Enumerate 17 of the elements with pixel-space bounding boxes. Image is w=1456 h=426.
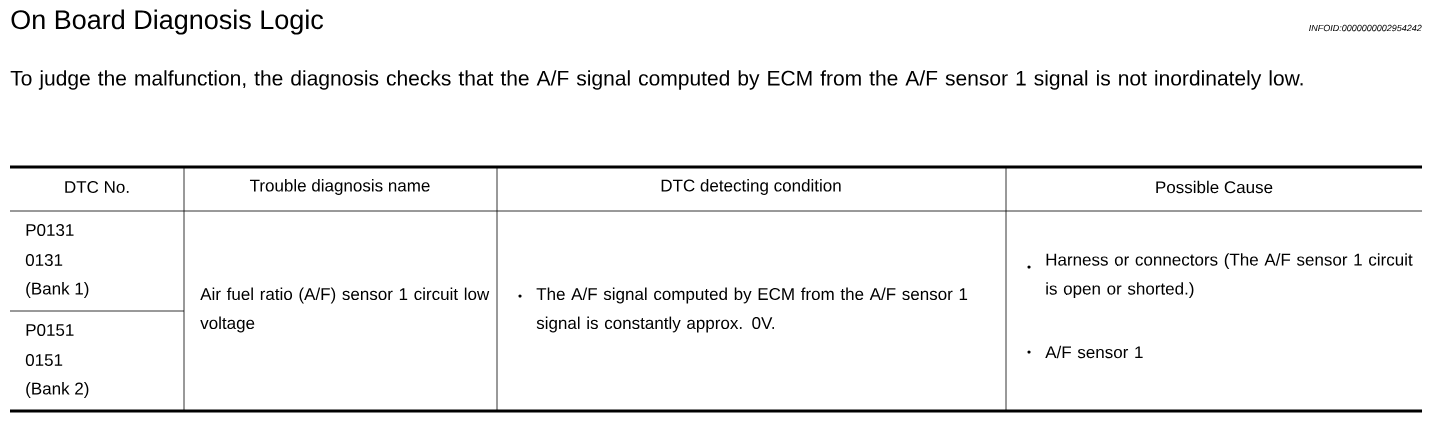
table-cell: 0151 xyxy=(25,354,63,367)
table-cell: (Bank 2) xyxy=(26,382,89,398)
table-cell: P0151 xyxy=(26,324,74,337)
table-cell: A/F sensor 1 xyxy=(1045,345,1143,359)
title: On Board Diagnosis Logic xyxy=(11,9,324,35)
header-cell: DTC No. xyxy=(65,181,129,194)
header-cell: Trouble diagnosis name xyxy=(250,179,430,195)
table-cell: 0131 xyxy=(25,254,63,267)
table-cell: P0131 xyxy=(26,224,74,237)
header-cell: Possible Cause xyxy=(1156,180,1273,194)
table-cell: Harness or connectors (The A/F sensor 1 circuit is open or shorted.) xyxy=(1046,253,1413,299)
table-cell: Air fuel ratio (A/F) sensor 1 circuit low voltage xyxy=(200,287,490,333)
header-cell: DTC detecting condition xyxy=(661,179,841,195)
intro-text: To judge the malfunction, the diagnosis checks that the A/F signal computed by ECM from the A/F sensor 1 signal is not inordinately low. xyxy=(10,70,1303,90)
info-id: INFOID:0000000002954242 xyxy=(1309,24,1422,32)
table-cell: The A/F signal computed by ECM from the A/F sensor 1 signal is constantly approx. 0V. xyxy=(536,287,968,333)
table-cell: (Bank 1) xyxy=(26,282,89,298)
